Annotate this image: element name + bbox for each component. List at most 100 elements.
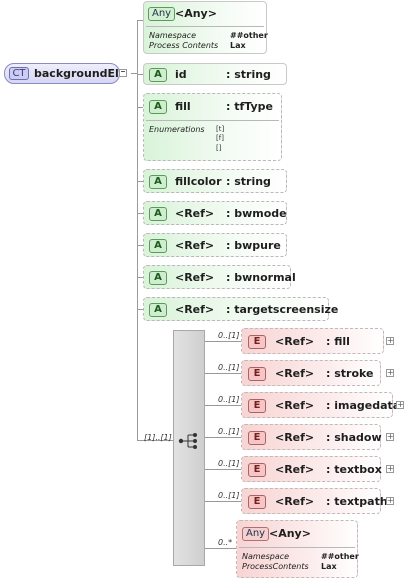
connector-attr-6 [137, 277, 144, 278]
attribute-badge: A [149, 68, 167, 82]
element-ref-imagedata[interactable]: E <Ref> : imagedata [241, 392, 400, 418]
expand-toggle[interactable]: + [386, 432, 394, 441]
attribute-fill[interactable]: A fill : tfType Enumerations [t] [f] [] [143, 93, 282, 161]
any-badge: Any [148, 7, 176, 21]
element-ref-shadow[interactable]: E <Ref> : shadow [241, 424, 382, 450]
attribute-type: : targetscreensize [226, 303, 339, 316]
collapse-toggle[interactable] [119, 69, 127, 77]
namespace-value: ##other [321, 552, 359, 561]
connector-el-1 [205, 341, 241, 342]
divider [146, 120, 279, 121]
element-ref-stroke[interactable]: E <Ref> : stroke [241, 360, 381, 386]
connector-attr-2 [137, 107, 144, 108]
attribute-badge: A [149, 239, 167, 253]
connector-el-3 [205, 405, 241, 406]
element-multiplicity: 0..[1] [218, 427, 240, 436]
enum-value: [] [216, 144, 222, 152]
expand-toggle[interactable]: + [396, 400, 404, 409]
attribute-name: id [175, 68, 187, 81]
attribute-name: fillcolor [175, 175, 222, 188]
complex-type-node[interactable]: CT backgroundElt [4, 63, 124, 84]
attribute-name: <Ref> [175, 239, 215, 252]
attribute-badge: A [149, 271, 167, 285]
divider [146, 26, 264, 27]
attribute-badge: A [149, 100, 167, 114]
process-contents-value: Lax [321, 562, 337, 571]
any-badge: Any [242, 527, 270, 541]
any-name: <Any> [175, 7, 217, 20]
expand-toggle[interactable]: + [386, 368, 394, 377]
element-name: <Ref> [275, 367, 315, 380]
connector-el-4 [205, 437, 241, 438]
sequence-compositor[interactable] [173, 330, 205, 566]
attribute-type: : bwmode [226, 207, 287, 220]
connector-attr-4 [137, 213, 144, 214]
attribute-type: : tfType [226, 100, 273, 113]
attribute-name: <Ref> [175, 207, 215, 220]
element-badge: E [248, 399, 266, 413]
attribute-bwmode[interactable]: A <Ref> : bwmode [143, 201, 287, 225]
process-contents-label: ProcessContents [242, 562, 309, 571]
element-badge: E [248, 335, 266, 349]
element-type: : shadow [326, 431, 382, 444]
complex-type-name: backgroundElt [34, 67, 125, 80]
sequence-icon [178, 433, 197, 449]
attribute-type: : string [226, 68, 271, 81]
element-multiplicity: 0..[1] [218, 395, 240, 404]
element-name: <Ref> [275, 463, 315, 476]
enum-value: [f] [216, 134, 224, 142]
attribute-name: <Ref> [175, 303, 215, 316]
element-multiplicity: 0..[1] [218, 491, 240, 500]
attribute-type: : bwpure [226, 239, 281, 252]
element-badge: E [248, 367, 266, 381]
element-type: : textbox [326, 463, 382, 476]
connector-attr-5 [137, 245, 144, 246]
attribute-name: fill [175, 100, 191, 113]
element-ref-textbox[interactable]: E <Ref> : textbox [241, 456, 382, 482]
attribute-id[interactable]: A id : string [143, 63, 287, 85]
element-type: : textpath [326, 495, 388, 508]
expand-toggle[interactable]: + [386, 336, 394, 345]
any-element-top[interactable]: Any <Any> Namespace ##other Process Cont… [143, 1, 268, 54]
any-multiplicity: 0..* [218, 538, 233, 547]
element-name: <Ref> [275, 399, 315, 412]
element-name: <Ref> [275, 335, 315, 348]
attribute-bwnormal[interactable]: A <Ref> : bwnormal [143, 265, 296, 289]
namespace-value: ##other [230, 31, 268, 40]
connector-any-top [137, 20, 144, 21]
root-connector [131, 73, 138, 74]
element-type: : stroke [326, 367, 374, 380]
element-multiplicity: 0..[1] [218, 459, 240, 468]
attribute-type: : bwnormal [226, 271, 296, 284]
attribute-badge: A [149, 207, 167, 221]
element-type: : fill [326, 335, 350, 348]
connector-el-5 [205, 469, 241, 470]
connector-sequence [137, 440, 174, 441]
connector-attr-1 [137, 74, 144, 75]
attribute-fillcolor[interactable]: A fillcolor : string [143, 169, 287, 193]
element-multiplicity: 0..[1] [218, 331, 240, 340]
expand-toggle[interactable]: + [386, 464, 394, 473]
element-ref-textpath[interactable]: E <Ref> : textpath [241, 488, 388, 514]
enum-value: [t] [216, 125, 225, 133]
any-element-bottom[interactable]: Any <Any> Namespace ##other ProcessConte… [236, 520, 359, 578]
connector-el-2 [205, 373, 241, 374]
attribute-name: <Ref> [175, 271, 215, 284]
sequence-multiplicity: [1]..[1] [144, 433, 172, 442]
any-name: <Any> [269, 527, 311, 540]
element-badge: E [248, 431, 266, 445]
element-badge: E [248, 463, 266, 477]
complex-type-badge: CT [9, 67, 29, 80]
connector-any-bottom [205, 548, 236, 549]
attribute-targetscreensize[interactable]: A <Ref> : targetscreensize [143, 297, 338, 321]
expand-toggle[interactable]: + [386, 496, 394, 505]
attribute-bwpure[interactable]: A <Ref> : bwpure [143, 233, 287, 257]
process-contents-value: Lax [230, 41, 246, 50]
element-ref-fill[interactable]: E <Ref> : fill [241, 328, 384, 354]
namespace-label: Namespace [242, 552, 290, 561]
connector-el-6 [205, 501, 241, 502]
element-badge: E [248, 495, 266, 509]
connector-attr-3 [137, 181, 144, 182]
attribute-type: : string [226, 175, 271, 188]
attribute-badge: A [149, 303, 167, 317]
